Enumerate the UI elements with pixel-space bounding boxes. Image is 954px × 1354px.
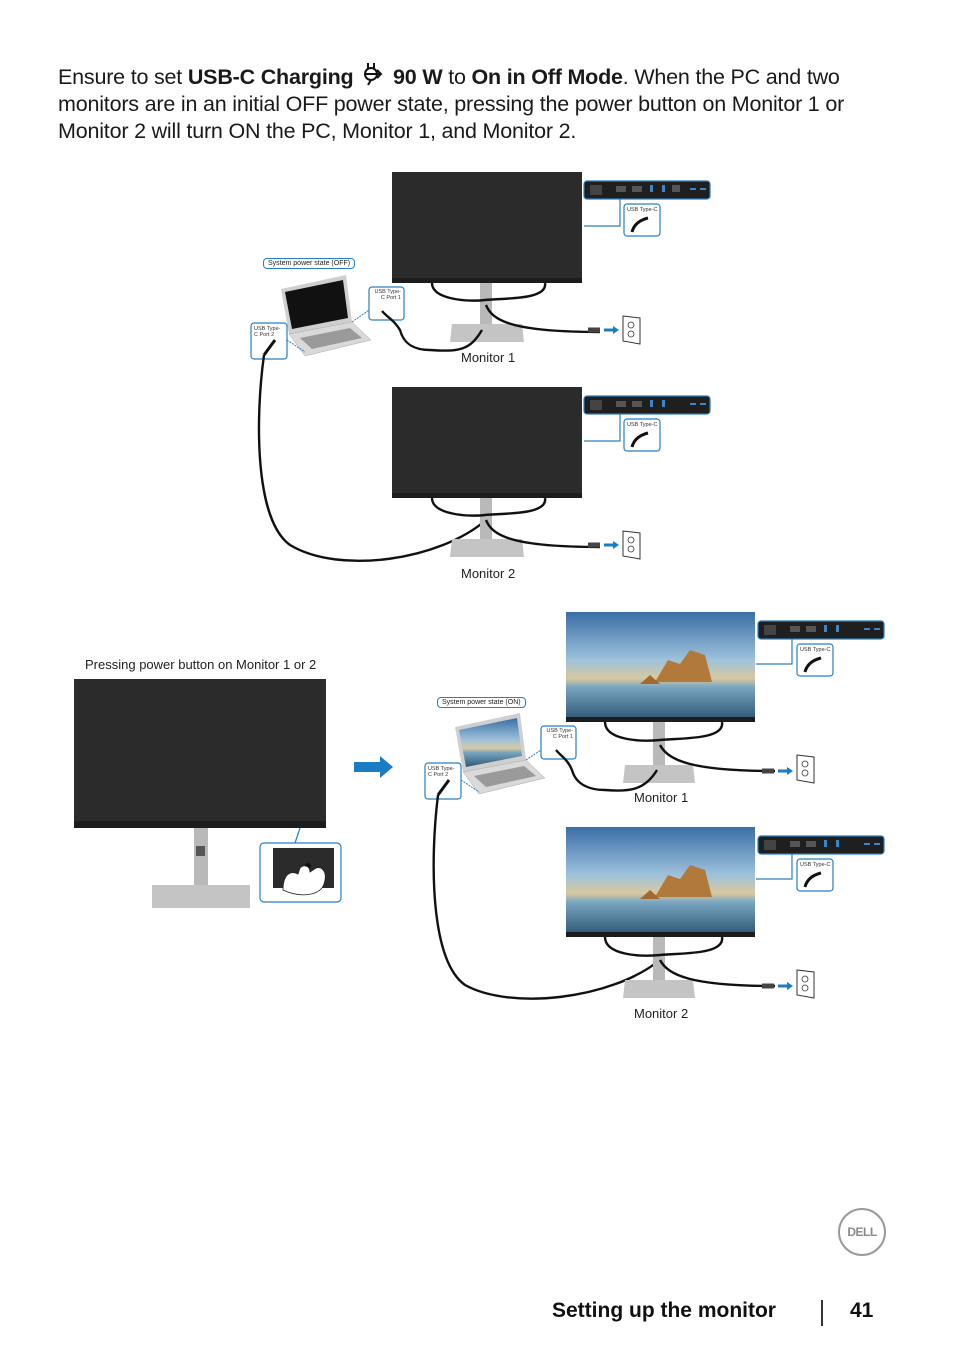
monitor-1-on-usb-c-label: USB Type-C xyxy=(800,647,831,653)
monitor-1-on-label: Monitor 1 xyxy=(634,790,689,805)
monitor-1-screen-off xyxy=(392,172,582,282)
charging-wattage: 90 W xyxy=(393,65,443,89)
press-monitor-screen xyxy=(74,679,326,823)
monitor-1-base xyxy=(450,324,524,342)
monitor-2-screen-on xyxy=(566,827,755,934)
laptop-on-port-1-label: USB Type-C Port 1 xyxy=(546,728,574,740)
laptop-port-1-label: USB Type-C Port 1 xyxy=(374,289,402,301)
laptop-on-port-2-label: USB Type-C Port 2 xyxy=(428,766,455,778)
laptop-off xyxy=(281,275,372,357)
monitor-2-on-label: Monitor 2 xyxy=(634,1006,689,1021)
usb-c-charging-setting: USB-C Charging xyxy=(187,65,354,89)
dell-logo: DELL xyxy=(838,1208,886,1256)
monitor-2-usb-c-label: USB Type-C xyxy=(627,422,658,428)
press-monitor xyxy=(74,679,342,908)
intro-text-1: Ensure to set xyxy=(58,65,188,89)
system-power-state-on-badge: System power state (ON) xyxy=(437,697,526,708)
monitor-1-on xyxy=(566,612,776,783)
monitor-2-port-panel xyxy=(583,395,711,452)
monitor-2-label: Monitor 2 xyxy=(461,566,516,581)
monitor-2-on-usb-c-label: USB Type-C xyxy=(800,862,831,868)
press-power-caption: Pressing power button on Monitor 1 or 2 xyxy=(85,657,317,672)
section-title: Setting up the monitor xyxy=(552,1299,776,1322)
monitor-1-on-port-panel xyxy=(756,620,885,677)
wall-outlet-1 xyxy=(588,315,641,345)
monitor-1-off xyxy=(392,172,601,342)
cable-laptop-to-monitor-2 xyxy=(257,354,487,562)
monitor-2-on xyxy=(566,827,776,998)
cable-laptop-to-monitor-2-on xyxy=(432,794,661,1000)
intro-text-3: . When the PC and two monitors are in an… xyxy=(58,65,845,143)
wall-outlet-3 xyxy=(762,754,815,784)
arrow-right-icon xyxy=(354,756,393,778)
wall-outlet-4 xyxy=(762,969,815,999)
on-in-off-mode: On in Off Mode xyxy=(471,65,623,89)
hand-icon xyxy=(282,865,326,896)
system-power-state-off-badge: System power state (OFF) xyxy=(263,258,356,269)
intro-paragraph: Ensure to set USB-C Charging 90 W to On … xyxy=(58,62,898,145)
usb-c-charging-icon xyxy=(364,63,383,86)
monitor-1-screen-on xyxy=(566,612,755,719)
intro-text-2: to xyxy=(442,65,472,89)
wall-outlet-2 xyxy=(588,530,641,560)
monitor-1-port-panel xyxy=(583,180,711,237)
monitor-2-screen-off xyxy=(392,387,582,497)
monitor-2-off xyxy=(392,387,601,557)
monitor-1-usb-c-label: USB Type-C xyxy=(627,207,658,213)
footer-divider xyxy=(821,1300,823,1326)
page-number: 41 xyxy=(850,1299,874,1322)
monitor-1-label: Monitor 1 xyxy=(461,350,516,365)
laptop-on xyxy=(455,713,546,795)
monitor-1-stand xyxy=(480,283,492,325)
monitor-2-on-port-panel xyxy=(756,835,885,892)
laptop-port-2-label: USB Type-C Port 2 xyxy=(254,326,281,338)
